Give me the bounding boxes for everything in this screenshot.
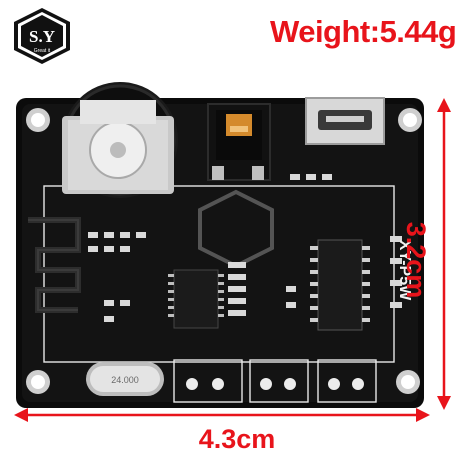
brand-logo: S.Y Great it bbox=[14, 8, 70, 64]
weight-label: Weight:5.44g bbox=[270, 14, 457, 49]
micro-usb-port bbox=[305, 97, 385, 145]
board-model-marking: XY-P5W bbox=[396, 240, 413, 301]
crystal-marking: 24.000 bbox=[111, 375, 139, 385]
width-label: 4.3cm bbox=[198, 424, 276, 454]
height-dimension-arrow bbox=[437, 98, 451, 410]
mounting-hole bbox=[398, 108, 422, 132]
mounting-hole bbox=[396, 370, 420, 394]
audio-jack bbox=[207, 103, 271, 181]
mounting-hole bbox=[26, 370, 50, 394]
main-chip bbox=[168, 269, 224, 329]
terminal-pads bbox=[173, 359, 377, 403]
board-model-marking-group: XY-P5W bbox=[396, 240, 413, 301]
logo-tagline: Great it bbox=[34, 48, 51, 54]
amplifier-chip bbox=[310, 239, 370, 331]
height-label: 3.2cm bbox=[401, 221, 431, 299]
smd-components bbox=[88, 174, 402, 322]
logo-letters: S.Y bbox=[29, 27, 55, 46]
crystal-oscillator: 24.000 bbox=[86, 362, 164, 396]
volume-knob bbox=[62, 82, 178, 198]
mounting-hole bbox=[26, 108, 50, 132]
width-dimension-arrow bbox=[14, 408, 430, 422]
antenna-trace bbox=[28, 217, 81, 313]
